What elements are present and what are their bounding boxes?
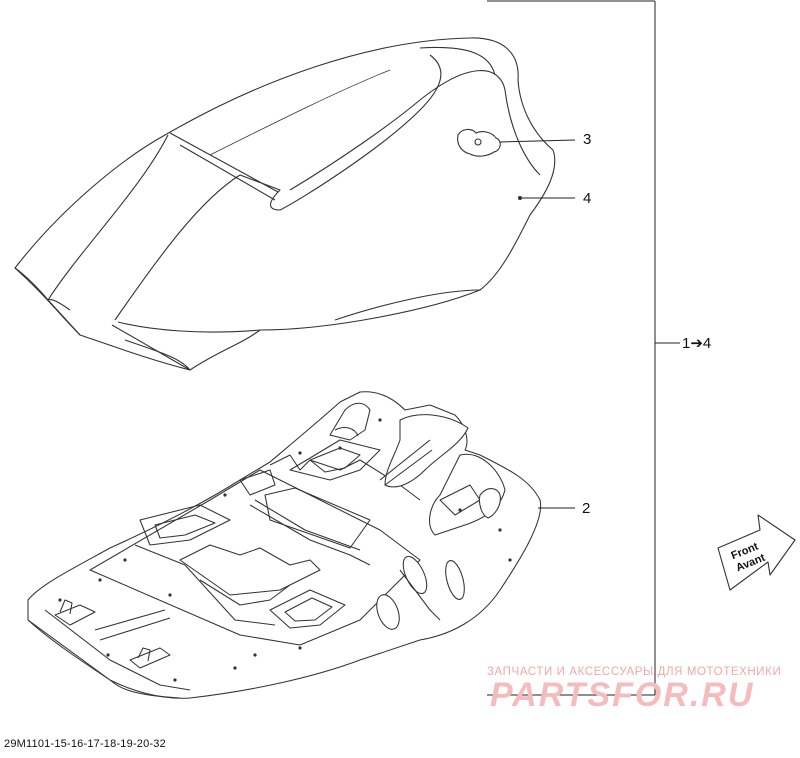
callout-2: 2 [582, 500, 590, 517]
hinge-right [129, 647, 171, 669]
seat-base [27, 391, 542, 699]
callout-3: 3 [583, 131, 591, 148]
callout-4: 4 [583, 190, 591, 207]
front-direction-arrow: Front Avant [717, 514, 796, 591]
seat-cover [14, 37, 556, 371]
callout-1-to-4: 1➔4 [682, 335, 711, 352]
watermark-tagline: ЗАПЧАСТИ И АКСЕССУАРЫ ДЛЯ МОТОТЕХНИКИ [487, 666, 782, 678]
part-code: 29M1101-15-16-17-18-19-20-32 [4, 738, 166, 750]
hinge-left [54, 599, 96, 626]
watermark-brand: PARTSFOR.RU [490, 676, 755, 714]
assembly-bracket [487, 0, 680, 696]
